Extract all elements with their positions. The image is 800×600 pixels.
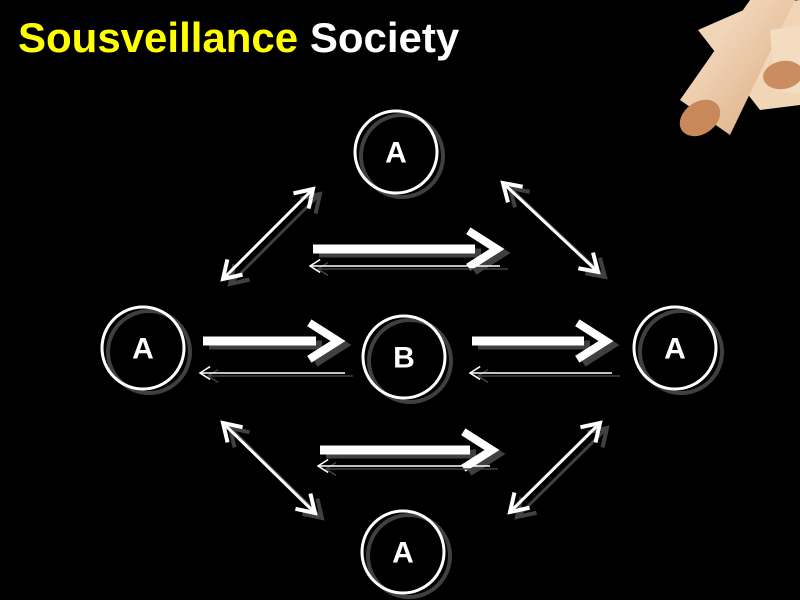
node-shadow <box>106 309 192 395</box>
arrow-left-return <box>198 365 353 384</box>
arrow-head <box>324 461 337 477</box>
arrow-head <box>302 498 325 521</box>
arrow-head <box>198 365 211 381</box>
node-label: A <box>664 333 686 366</box>
arrow-left-forward <box>203 319 352 367</box>
node-label: A <box>392 537 414 570</box>
node-circle <box>360 509 446 595</box>
node-right: A <box>632 305 724 395</box>
node-label: A <box>385 137 407 170</box>
slide-title: Sousveillance Society <box>18 14 459 62</box>
node-label: A <box>132 333 154 366</box>
title-rest: Society <box>309 14 460 61</box>
arrow-head <box>295 493 318 516</box>
node-bottom: A <box>360 509 452 599</box>
arrow-right-forward <box>472 319 620 367</box>
node-left: A <box>100 305 192 395</box>
arrow-head <box>308 258 321 274</box>
arrow-head <box>316 458 329 474</box>
arrow-head <box>580 420 603 443</box>
arrow-top-return <box>308 258 508 277</box>
node-label: B <box>393 342 415 375</box>
arrow-head <box>293 186 316 209</box>
arrow-diag-top-left <box>220 186 323 287</box>
arrow-diag-bottom-right <box>507 420 610 520</box>
arrow-right-return <box>468 365 620 384</box>
node-circle <box>632 305 718 391</box>
arrow-diag-top-right <box>500 180 608 280</box>
arrow-bottom-return <box>316 458 498 477</box>
node-center: B <box>361 314 453 404</box>
node-shadow <box>359 113 445 199</box>
arrow-head <box>468 365 481 381</box>
node-shadow <box>367 318 453 404</box>
node-circle <box>100 305 186 391</box>
arrow-head <box>220 259 243 282</box>
node-top: A <box>353 109 445 199</box>
arrow-bottom-forward <box>320 428 506 476</box>
arrow-head <box>307 319 346 363</box>
arrow-head <box>500 180 524 203</box>
scroll-image <box>660 0 800 140</box>
node-shadow <box>366 513 452 599</box>
arrow-diag-bottom-left <box>220 420 325 521</box>
arrow-head <box>206 368 219 384</box>
arrow-head <box>507 492 530 515</box>
arrow-head <box>466 227 505 271</box>
arrow-head <box>575 319 614 363</box>
arrow-head <box>584 257 608 280</box>
arrow-head <box>461 428 500 472</box>
arrow-head <box>476 368 489 384</box>
node-circle <box>353 109 439 195</box>
node-shadow <box>638 309 724 395</box>
arrow-head <box>577 252 601 275</box>
title-highlight: Sousveillance <box>18 14 299 61</box>
arrow-head <box>316 261 329 277</box>
arrow-top-forward <box>313 227 511 275</box>
node-circle <box>361 314 447 400</box>
arrow-head <box>220 420 243 443</box>
